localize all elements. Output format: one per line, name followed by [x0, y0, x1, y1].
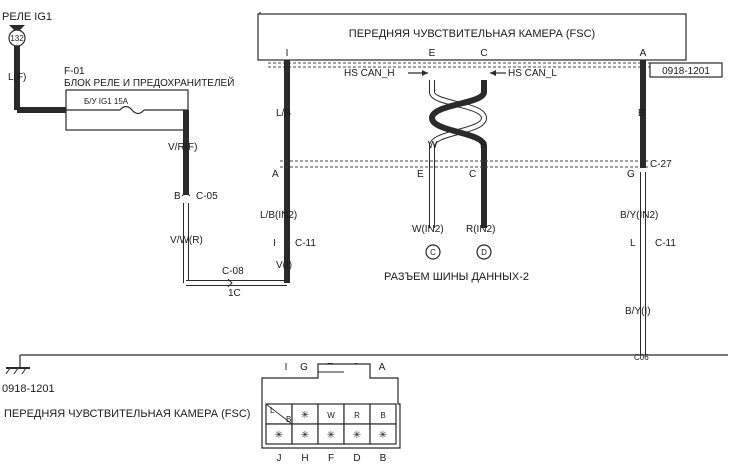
- pinout-bottom-b: B: [380, 453, 387, 464]
- wire-by-in2-label: B/Y(IN2): [620, 210, 658, 221]
- c05-label: C-05: [196, 191, 218, 202]
- wire-vi-label: V(I): [276, 260, 292, 271]
- pinout-top-a: A: [379, 362, 386, 373]
- c08-pin: 1C: [228, 288, 241, 299]
- wire-w: [430, 80, 487, 228]
- pinout-bottom-d: D: [353, 453, 360, 464]
- pin-e-mid: E: [417, 169, 424, 180]
- ground-title: ПЕРЕДНЯЯ ЧУВСТВИТЕЛЬНАЯ КАМЕРА (FSC): [4, 408, 250, 420]
- pinout-r2-5: ✳: [379, 430, 387, 441]
- relay-pin: 132: [10, 34, 24, 43]
- pin-i-mid: I: [273, 238, 276, 249]
- wire-r-label: R: [480, 140, 487, 151]
- wire-vrf-label: V/R(F): [168, 142, 197, 153]
- camera-pin-i: I: [286, 48, 289, 59]
- c11-left-label: C-11: [295, 238, 316, 249]
- pinout-r1-star: ✳: [301, 410, 309, 421]
- fuse-icon: [119, 105, 145, 115]
- fuse-label: Б/У IG1 15A: [84, 97, 129, 106]
- relay-wire-label: L(F): [8, 72, 26, 83]
- pin-c-mid: C: [469, 169, 476, 180]
- pinout-top-g: G: [300, 362, 308, 373]
- pin-a-mid: A: [272, 169, 279, 180]
- camera-connector-box: [649, 62, 723, 78]
- data-bus-d-circle: [476, 244, 492, 260]
- pinout-grid: [265, 403, 397, 445]
- pinout-bottom-f: F: [328, 453, 334, 464]
- pinout-r2-4: ✳: [353, 430, 361, 441]
- fuse-block-id: F-01: [64, 66, 85, 77]
- data-bus-c-circle: [425, 244, 441, 260]
- camera-connector-id: 0918-1201: [662, 66, 710, 77]
- c27-label: C-27: [650, 159, 672, 170]
- wire-b-right-label: B: [638, 108, 645, 119]
- data-bus-label: РАЗЪЕМ ШИНЫ ДАННЫХ-2: [384, 271, 529, 283]
- camera-pin-c: C: [480, 48, 487, 59]
- pinout-r1-r: R: [354, 411, 360, 420]
- can-high-label: HS CAN_H: [344, 68, 395, 79]
- pinout-top-i: I: [285, 362, 288, 373]
- camera-pin-a: A: [640, 48, 647, 59]
- wire-vwr-label: V/W(R): [170, 235, 203, 246]
- c08-label: C-08: [222, 266, 244, 277]
- relay-title: РЕЛЕ IG1: [2, 11, 52, 23]
- camera-pin-e: E: [429, 48, 436, 59]
- c11-right-label: C-11: [655, 238, 676, 249]
- data-bus-c: C: [430, 248, 436, 257]
- wire-r: [428, 80, 487, 228]
- wire-r-in2-label: R(IN2): [466, 224, 495, 235]
- wire-lb-label: L/B: [276, 108, 291, 119]
- pinout-r2-1: ✳: [275, 430, 283, 441]
- pin-l-mid: L: [630, 238, 636, 249]
- pinout-bottom-h: H: [301, 453, 308, 464]
- pinout-r2-3: ✳: [327, 430, 335, 441]
- pinout-r1-b: B: [286, 415, 291, 424]
- pin-g-mid: G: [627, 169, 635, 180]
- wire-w-in2-label: W(IN2): [412, 224, 444, 235]
- c05-connector-icon: [181, 191, 191, 197]
- relay-terminal-icon: [9, 25, 25, 33]
- c06-label: C06: [634, 353, 649, 362]
- can-low-label: HS CAN_L: [508, 68, 557, 79]
- arrow-can-low-icon: [490, 70, 496, 76]
- fuse-block-name: БЛОК РЕЛЕ И ПРЕДОХРАНИТЕЛЕЙ: [64, 76, 234, 89]
- c08-connector-icon: [227, 278, 233, 288]
- pinout-r1-b2: B: [380, 411, 385, 420]
- pinout-bottom-j: J: [277, 453, 282, 464]
- wire-lb-in2-label: L/B(IN2): [260, 210, 297, 221]
- camera-box: [257, 13, 687, 61]
- wire-by-i-label: B/Y(I): [625, 306, 651, 317]
- data-bus-d: D: [481, 248, 487, 257]
- arrow-can-high-icon: [422, 70, 428, 76]
- pinout-r1-l: L: [270, 406, 275, 415]
- pinout-r2-2: ✳: [301, 430, 309, 441]
- pinout-r1-w: W: [327, 411, 335, 420]
- ground-connector-id: 0918-1201: [2, 383, 55, 395]
- c05-pin: B: [174, 191, 181, 202]
- camera-title: ПЕРЕДНЯЯ ЧУВСТВИТЕЛЬНАЯ КАМЕРА (FSC): [349, 28, 595, 40]
- wire-w-label: W: [428, 140, 438, 151]
